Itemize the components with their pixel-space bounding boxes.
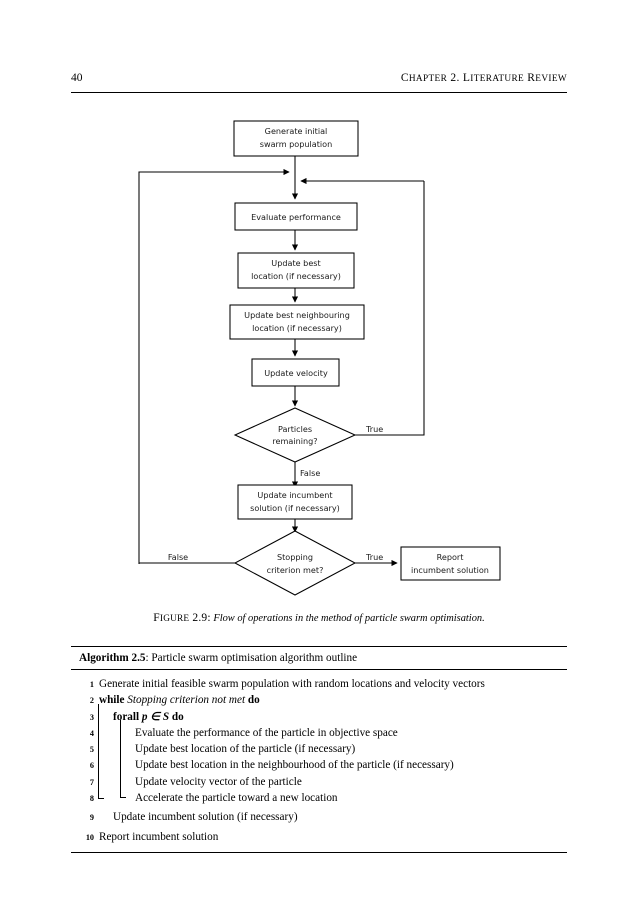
algorithm-line-number: 4 [89,728,94,738]
algorithm-title-separator: : [145,652,152,664]
keyword-do: do [171,710,184,723]
node-update-incumbent-label-1: Update incumbent [257,490,332,500]
edge-label-stopping-true: True [365,552,383,562]
figure-caption-text: Flow of operations in the method of part… [213,613,485,624]
node-generate-label-1: Generate initial [265,126,328,136]
edge-particles-true [355,181,425,436]
node-evaluate-label-1: Evaluate performance [251,212,341,222]
keyword-forall: forall [113,710,140,723]
node-report-incumbent-solution [400,546,501,581]
while-condition: Stopping criterion not met [127,694,246,707]
algorithm-line: 8 Accelerate the particle toward a new l… [79,790,559,806]
flowchart-figure: Generate initial swarm population Evalua… [0,104,638,604]
figure-caption: FIGURE 2.9: Flow of operations in the me… [71,612,567,626]
decision-stopping-criterion-met [233,530,357,596]
decision-particles-label-2: remaining? [272,436,317,446]
node-generate-initial-swarm-population [233,120,359,157]
algorithm-line-number: 6 [89,761,94,771]
algorithm-line-text: Accelerate the particle toward a new loc… [135,792,338,805]
algorithm-line-number: 8 [89,794,94,804]
page-running-header: 40 CHAPTER 2. LITERATURE REVIEW [71,70,567,93]
node-update-best-label-2: location (if necessary) [251,271,341,281]
algorithm-line: 7 Update velocity vector of the particle [79,774,559,790]
edge-label-particles-false: False [300,468,320,478]
algorithm-line: 9 Update incumbent solution (if necessar… [79,809,559,825]
node-update-incumbent-label-2: solution (if necessary) [250,503,340,513]
node-update-best-location [237,252,355,289]
algorithm-line: 5 Update best location of the particle (… [79,741,559,757]
algorithm-line-text: Update best location in the neighbourhoo… [135,759,454,772]
node-update-incumbent-solution [237,484,353,520]
algorithm-line: 10 Report incumbent solution [79,829,559,845]
node-update-best-label-1: Update best [271,258,320,268]
node-generate-label-2: swarm population [260,139,333,149]
algorithm-line-text: forall p ∈ S do [113,709,184,725]
algorithm-while-bracket [98,704,104,799]
node-evaluate-performance [234,202,358,231]
algorithm-name: Algorithm 2.5 [79,652,146,664]
node-update-velocity [251,358,340,387]
keyword-while: while [99,694,125,707]
algorithm-line-number: 3 [89,712,94,722]
decision-stopping-label-1: Stopping [277,552,313,562]
algorithm-line-text: Evaluate the performance of the particle… [135,726,398,739]
algorithm-line: 2 while Stopping criterion not met do [79,692,559,708]
algorithm-body: 1 Generate initial feasible swarm popula… [71,670,567,852]
algorithm-line-text: while Stopping criterion not met do [99,692,260,708]
edge-label-stopping-false: False [168,552,188,562]
chapter-title: CHAPTER 2. LITERATURE REVIEW [400,72,567,84]
algorithm-line-number: 10 [85,832,94,842]
algorithm-title-bar: Algorithm 2.5: Particle swarm optimisati… [71,647,567,670]
algorithm-line-text: Report incumbent solution [99,830,219,843]
node-update-best-neigh-label-2: location (if necessary) [252,323,342,333]
algorithm-title-text: Particle swarm optimisation algorithm ou… [151,652,358,664]
algorithm-line-text: Update velocity vector of the particle [135,775,302,788]
node-update-best-neighbouring-location [229,304,365,340]
decision-stopping-label-2: criterion met? [267,565,324,575]
decision-particles-label-1: Particles [278,424,312,434]
algorithm-line: 1 Generate initial feasible swarm popula… [79,676,559,692]
algorithm-line-number: 7 [89,777,94,787]
forall-set-expression: p ∈ S [141,710,170,723]
algorithm-line-number: 9 [89,813,94,823]
algorithm-forall-bracket [120,720,126,798]
algorithm-line: 3 forall p ∈ S do [79,709,559,725]
algorithm-line-text: Update best location of the particle (if… [135,743,356,756]
algorithm-line-number: 5 [89,745,94,755]
page-number: 40 [71,72,83,84]
algorithm-line: 4 Evaluate the performance of the partic… [79,725,559,741]
algorithm-line: 6 Update best location in the neighbourh… [79,757,559,773]
figure-caption-number: FIGURE 2.9: [153,612,211,624]
node-update-velocity-label-1: Update velocity [264,368,328,378]
algorithm-line-text: Update incumbent solution (if necessary) [113,811,298,824]
edge-label-particles-true: True [365,424,383,434]
algorithm-line-number: 1 [89,680,94,689]
algorithm-line-number: 2 [89,696,94,706]
node-update-best-neigh-label-1: Update best neighbouring [244,310,350,320]
algorithm-line-text: Generate initial feasible swarm populati… [99,678,485,690]
decision-particles-remaining [233,407,357,463]
algorithm-block: Algorithm 2.5: Particle swarm optimisati… [71,646,567,853]
edge-stopping-false-loop [138,168,290,564]
keyword-do: do [247,694,260,707]
node-report-label-1: Report [437,552,464,562]
node-report-label-2: incumbent solution [411,565,489,575]
